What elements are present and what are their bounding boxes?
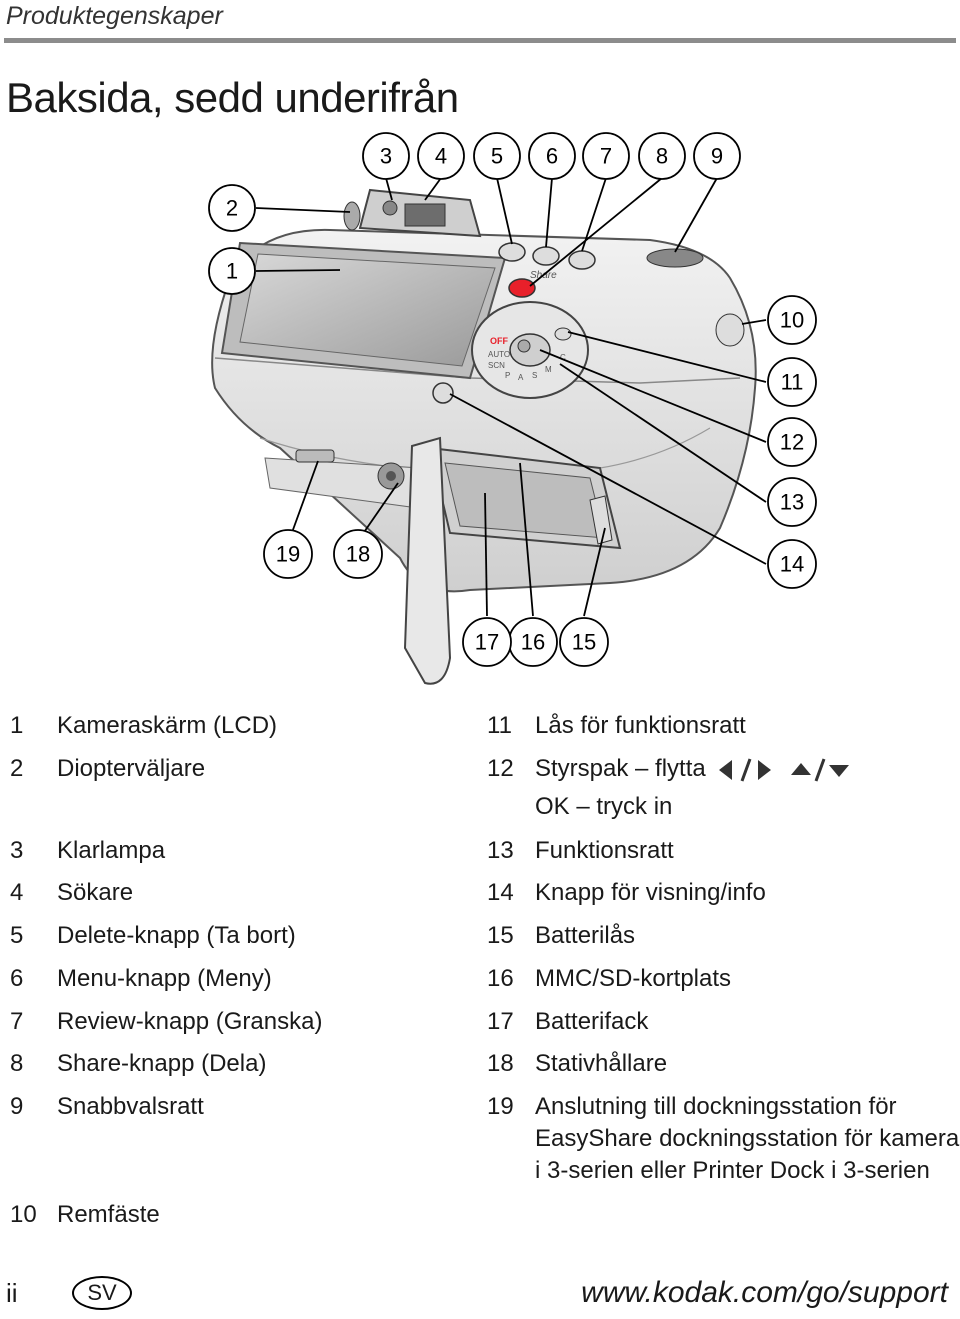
callout-8: 8 (638, 132, 686, 180)
dial-label-m: M (545, 365, 552, 374)
callout-16: 16 (508, 617, 558, 667)
language-badge: SV (72, 1276, 132, 1310)
callout-1: 1 (208, 247, 256, 295)
svg-text:7: 7 (600, 144, 612, 169)
page-title: Baksida, sedd underifrån (6, 74, 459, 121)
svg-text:5: 5 (491, 144, 503, 169)
legend-item-continuation: i 3-serien eller Printer Dock i 3-serien (535, 1157, 930, 1184)
callout-2: 2 (208, 184, 256, 232)
leader-lines (255, 177, 767, 617)
svg-text:3: 3 (380, 144, 392, 169)
callout-12: 12 (767, 417, 817, 467)
legend-item-continuation: OK – tryck in (535, 793, 673, 820)
callout-7: 7 (582, 132, 630, 180)
svg-text:19: 19 (276, 542, 300, 567)
page-number: ii (6, 1278, 18, 1308)
callout-5: 5 (473, 132, 521, 180)
dial-label-scn: SCN (488, 361, 505, 370)
svg-text:16: 16 (521, 630, 545, 655)
svg-text:13: 13 (780, 490, 804, 515)
callout-17: 17 (462, 617, 512, 667)
svg-text:12: 12 (780, 430, 804, 455)
viewfinder (343, 188, 482, 238)
callout-13: 13 (767, 477, 817, 527)
callout-4: 4 (417, 132, 465, 180)
svg-text:1: 1 (226, 259, 238, 284)
dial-label-c: C (560, 353, 566, 362)
svg-text:9: 9 (711, 144, 723, 169)
callout-9: 9 (693, 132, 741, 180)
callout-18: 18 (333, 529, 383, 579)
svg-text:8: 8 (656, 144, 668, 169)
callout-14: 14 (767, 539, 817, 589)
up-down-arrows-icon (791, 758, 850, 782)
dial-label-a: A (518, 373, 524, 382)
quick-dial (646, 248, 704, 268)
dial-label-off: OFF (490, 336, 508, 346)
section-header: Produktegenskaper (6, 2, 223, 30)
svg-text:10: 10 (780, 308, 804, 333)
callout-10: 10 (767, 295, 817, 345)
svg-text:4: 4 (435, 144, 447, 169)
svg-text:14: 14 (780, 552, 804, 577)
left-right-arrows-icon (719, 758, 772, 782)
svg-text:17: 17 (475, 630, 499, 655)
dial-label-auto: AUTO (488, 350, 510, 359)
svg-text:15: 15 (572, 630, 596, 655)
callout-3: 3 (362, 132, 410, 180)
lcd-screen (220, 241, 507, 380)
svg-text:2: 2 (226, 196, 238, 221)
svg-text:6: 6 (546, 144, 558, 169)
svg-text:11: 11 (781, 370, 804, 395)
info-button (432, 382, 454, 404)
dial-label-s: S (532, 371, 537, 380)
strap-post (715, 313, 745, 347)
callout-6: 6 (528, 132, 576, 180)
camera-back-diagram: Share OFF AUTO SCN P A S M C (208, 132, 817, 685)
dial-label-p: P (505, 371, 510, 380)
callout-11: 11 (767, 357, 817, 407)
callout-19: 19 (263, 529, 313, 579)
svg-text:18: 18 (346, 542, 370, 567)
header-divider (4, 38, 956, 43)
mode-dial: OFF AUTO SCN P A S M C (471, 301, 589, 399)
legend-item-continuation: EasyShare dockningsstation för kamera (535, 1125, 960, 1152)
support-url[interactable]: www.kodak.com/go/support (581, 1276, 948, 1309)
callout-15: 15 (559, 617, 609, 667)
